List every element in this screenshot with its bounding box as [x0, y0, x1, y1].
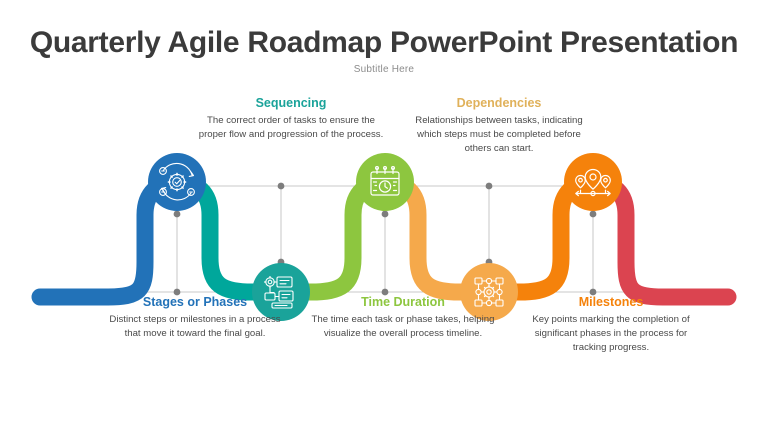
step-text-time-duration: Time Duration The time each task or phas…	[310, 294, 496, 341]
step-body-dependencies: Relationships between tasks, indicating …	[415, 115, 583, 155]
node-sequencing[interactable]	[252, 263, 310, 321]
step-text-milestones: Milestones Key points marking the comple…	[518, 294, 704, 356]
step-heading-sequencing: Sequencing	[255, 96, 327, 110]
page-title: Quarterly Agile Roadmap PowerPoint Prese…	[29, 26, 739, 59]
step-body-stages: Distinct steps or milestones in a proces…	[109, 314, 281, 340]
node-milestones[interactable]	[564, 153, 622, 211]
step-text-dependencies: Dependencies Relationships between tasks…	[404, 95, 594, 157]
step-body-milestones: Key points marking the completion of sig…	[532, 314, 690, 354]
step-text-sequencing: Sequencing The correct order of tasks to…	[196, 95, 386, 142]
step-heading-milestones: Milestones	[578, 295, 644, 309]
node-circle-sequencing[interactable]	[252, 263, 310, 321]
step-heading-time-duration: Time Duration	[361, 295, 445, 309]
task-list-icon	[263, 275, 294, 309]
step-heading-dependencies: Dependencies	[456, 96, 542, 110]
node-circle-dependencies[interactable]	[460, 263, 518, 321]
step-body-sequencing: The correct order of tasks to ensure the…	[198, 115, 384, 141]
node-dependencies[interactable]	[460, 263, 518, 321]
page-subtitle: Subtitle Here	[353, 64, 415, 75]
calendar-clock-icon	[370, 166, 400, 196]
node-circle-milestones[interactable]	[564, 153, 622, 211]
map-pin-timeline-icon	[575, 168, 611, 197]
network-gear-icon	[474, 277, 504, 307]
node-circle-time-duration[interactable]	[356, 153, 414, 211]
node-circle-stages[interactable]	[148, 153, 206, 211]
node-stages[interactable]	[148, 153, 206, 211]
step-body-time-duration: The time each task or phase takes, helpi…	[311, 314, 495, 340]
step-heading-stages: Stages or Phases	[142, 295, 248, 309]
node-time-duration[interactable]	[356, 153, 414, 211]
gear-check-cycle-icon	[159, 162, 195, 201]
step-text-stages: Stages or Phases Distinct steps or miles…	[102, 294, 288, 341]
